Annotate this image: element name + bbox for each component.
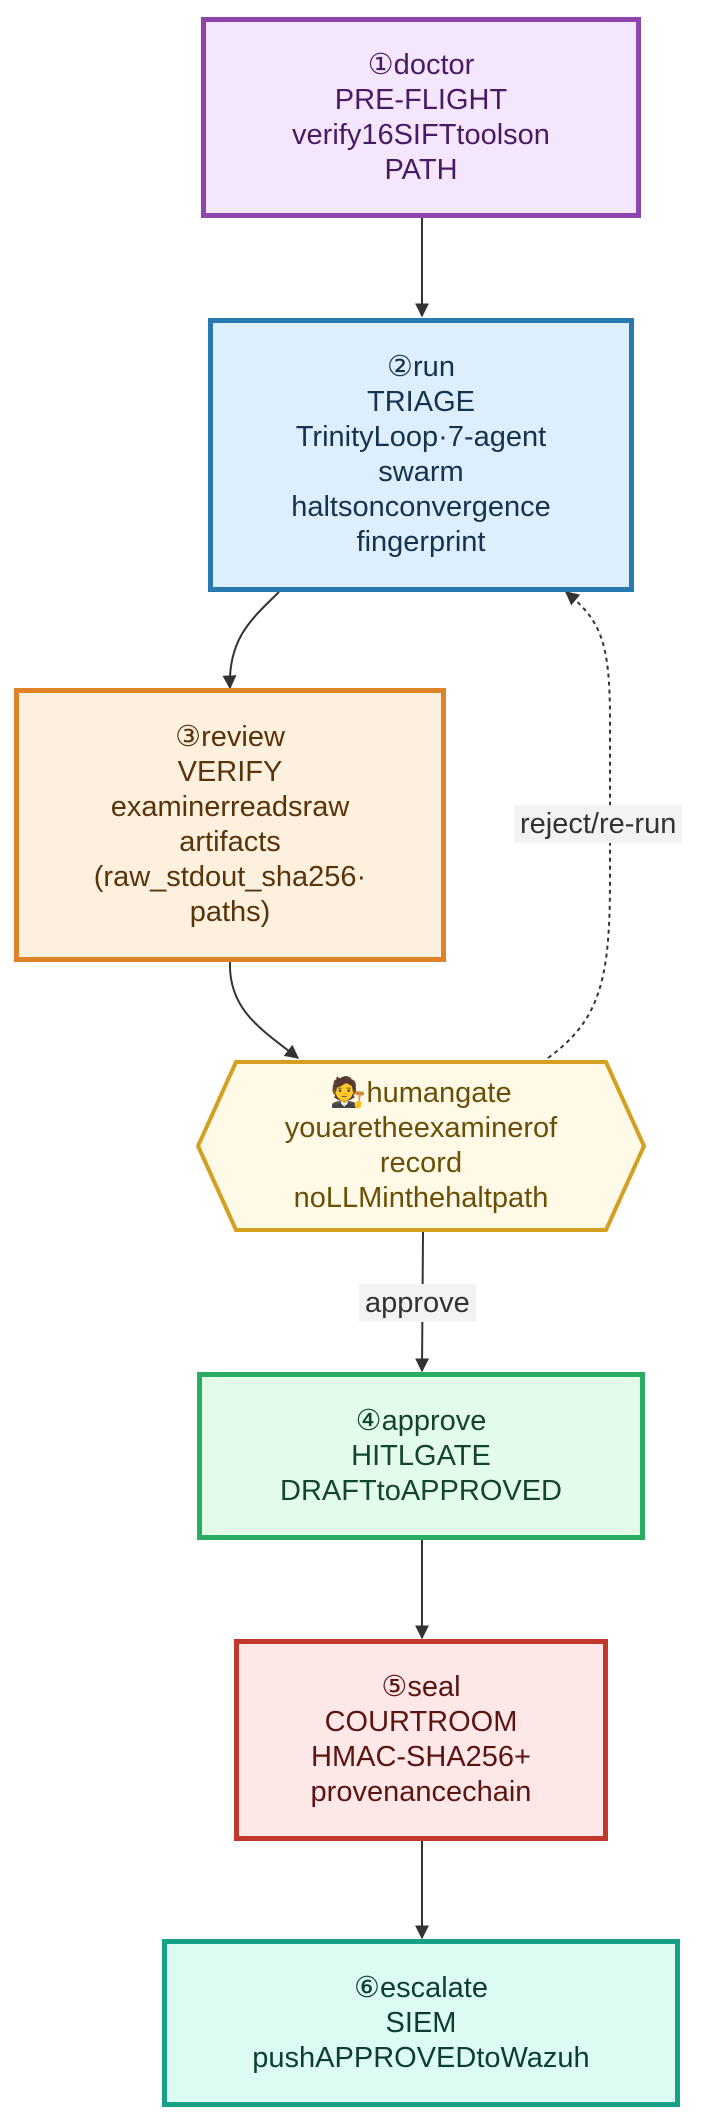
node-human-line: record xyxy=(379,1147,463,1179)
node-human-gate: 🧑‍⚖️humangate youaretheexaminerof record… xyxy=(236,1060,606,1232)
node-review-line: paths) xyxy=(189,896,271,928)
node-review-line: artifacts xyxy=(179,826,281,858)
node-escalate-line: SIEM xyxy=(385,2006,457,2039)
node-run-line: ②run xyxy=(387,351,455,383)
node-run-line: fingerprint xyxy=(356,526,486,558)
node-doctor-line: PRE-FLIGHT xyxy=(334,83,508,116)
edge-run-to-review xyxy=(222,591,280,690)
node-review-line: (raw_stdout_sha256· xyxy=(93,861,367,893)
node-run-line: TRIAGE xyxy=(367,386,475,418)
node-review-line: examinerreadsraw xyxy=(110,791,350,823)
node-approve: ④approve HITLGATE DRAFTtoAPPROVED xyxy=(197,1372,645,1540)
node-human-gate-shape xyxy=(196,1060,646,1232)
node-seal: ⑤seal COURTROOM HMAC-SHA256+ provenancec… xyxy=(234,1639,608,1841)
node-seal-line: ⑤seal xyxy=(381,1671,461,1703)
edge-review-to-human xyxy=(228,960,300,1059)
node-escalate-line: ⑥escalate xyxy=(353,1971,488,2004)
node-human-line: noLLMinthehaltpath xyxy=(293,1182,549,1214)
node-review: ③review VERIFY examinerreadsraw artifact… xyxy=(14,688,446,962)
edge-label-reject: reject/re-run xyxy=(514,805,683,843)
node-human-line: youaretheexaminerof xyxy=(284,1112,558,1144)
edge-human-to-run-reject xyxy=(547,591,611,1059)
node-run-line: TrinityLoop·7-agent xyxy=(295,421,547,453)
node-approve-line: ④approve xyxy=(355,1404,487,1437)
node-doctor-line: PATH xyxy=(384,153,458,186)
node-seal-line: HMAC-SHA256+ xyxy=(311,1741,531,1773)
node-doctor-line: verify16SIFTtoolson xyxy=(292,118,550,151)
node-run: ②run TRIAGE TrinityLoop·7-agent swarm ha… xyxy=(208,318,634,592)
node-review-line: VERIFY xyxy=(177,756,283,788)
node-run-line: swarm xyxy=(378,456,464,488)
node-escalate: ⑥escalate SIEM pushAPPROVEDtoWazuh xyxy=(162,1939,680,2107)
edge-label-approve: approve xyxy=(359,1284,476,1322)
node-seal-line: provenancechain xyxy=(310,1776,532,1808)
node-approve-line: HITLGATE xyxy=(351,1439,491,1472)
node-human-line: 🧑‍⚖️humangate xyxy=(330,1077,512,1109)
node-seal-line: COURTROOM xyxy=(324,1706,518,1738)
node-doctor-line: ①doctor xyxy=(367,48,475,81)
node-approve-line: DRAFTtoAPPROVED xyxy=(280,1474,562,1507)
node-escalate-line: pushAPPROVEDtoWazuh xyxy=(252,2041,590,2074)
node-run-line: haltsonconvergence xyxy=(291,491,551,523)
node-doctor: ①doctor PRE-FLIGHT verify16SIFTtoolson P… xyxy=(201,17,641,218)
node-review-line: ③review xyxy=(175,721,285,753)
